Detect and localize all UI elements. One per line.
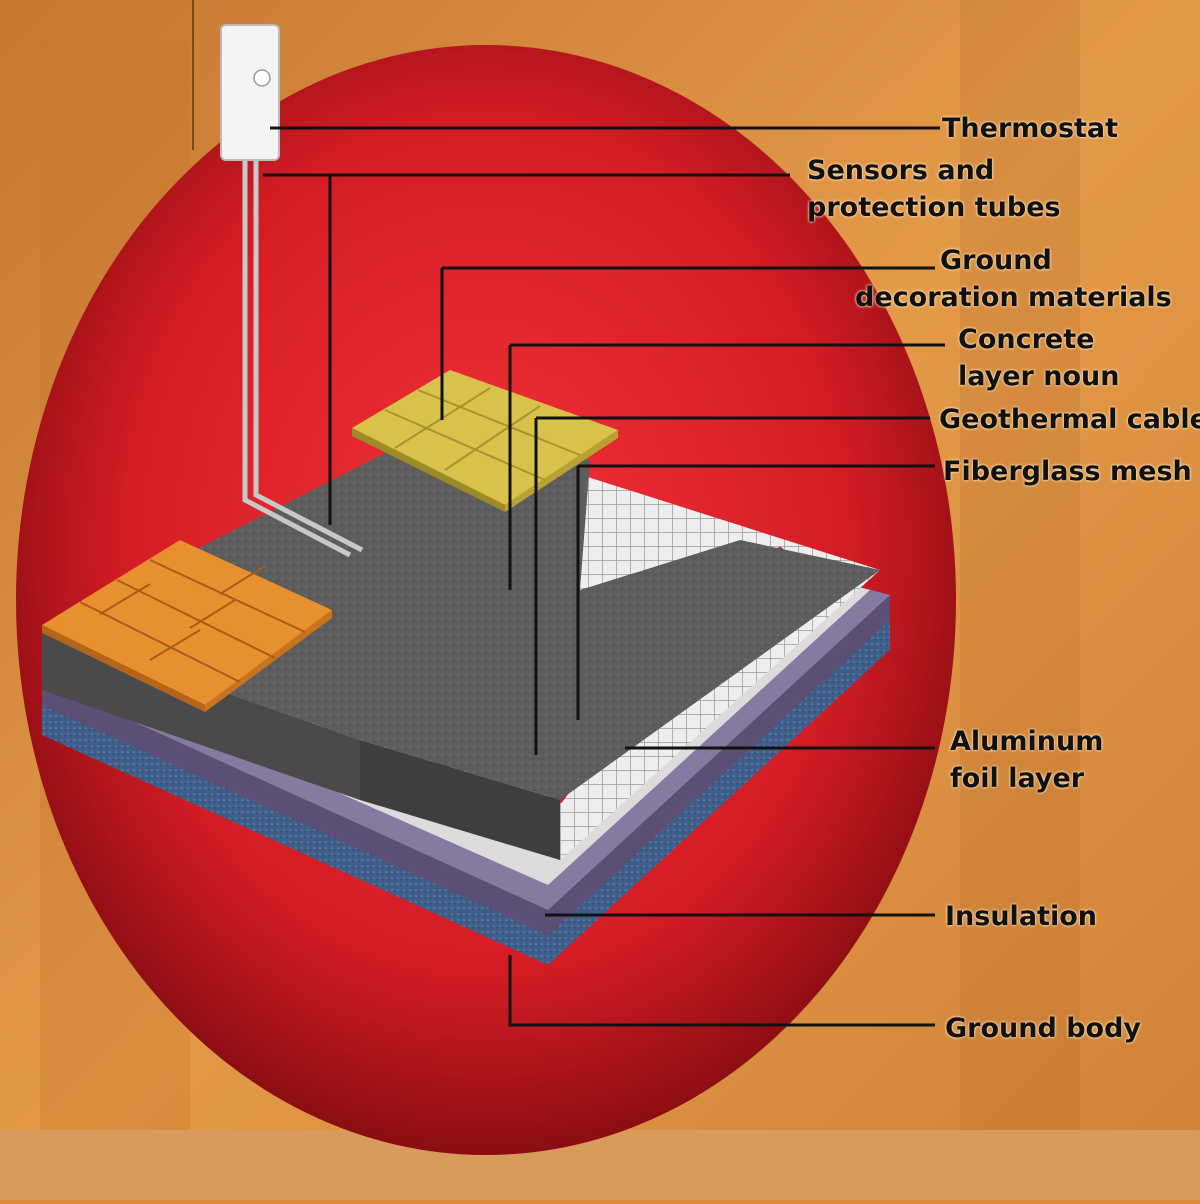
- leader-ground-body: [508, 955, 935, 1027]
- label-ground-body: Ground body: [945, 1013, 1142, 1044]
- yellow-tile-group: [352, 370, 618, 512]
- label-insulation: Insulation: [945, 901, 1097, 932]
- label-aluminum-foil: Aluminum foil layer: [950, 726, 1104, 794]
- thermostat-device: [220, 24, 280, 161]
- leader-lines: [263, 126, 945, 1027]
- label-sensors: Sensors and protection tubes: [807, 155, 1061, 223]
- concrete-top: [42, 420, 880, 800]
- leader-ground-decoration: [440, 266, 935, 420]
- label-geothermal-cable: Geothermal cable: [939, 404, 1200, 435]
- ground-body-layer: [42, 620, 890, 965]
- leader-geothermal-cable: [534, 416, 930, 755]
- orange-tile-group: [42, 540, 332, 712]
- label-thermostat: Thermostat: [942, 113, 1119, 144]
- thermostat-dial: [253, 69, 271, 87]
- label-concrete: Concrete layer noun: [958, 324, 1120, 392]
- insulation-layer: [42, 595, 890, 935]
- protection-tubes: [242, 155, 364, 558]
- label-fiberglass-mesh: Fiberglass mesh: [943, 456, 1192, 487]
- concrete-side-front: [360, 740, 560, 860]
- wall-panel-right: [960, 0, 1080, 1200]
- floor-strip: [0, 1130, 1200, 1200]
- label-ground-decoration: Ground decoration materials: [855, 245, 1172, 313]
- leader-concrete: [508, 343, 945, 590]
- leader-fiberglass-mesh: [576, 464, 935, 720]
